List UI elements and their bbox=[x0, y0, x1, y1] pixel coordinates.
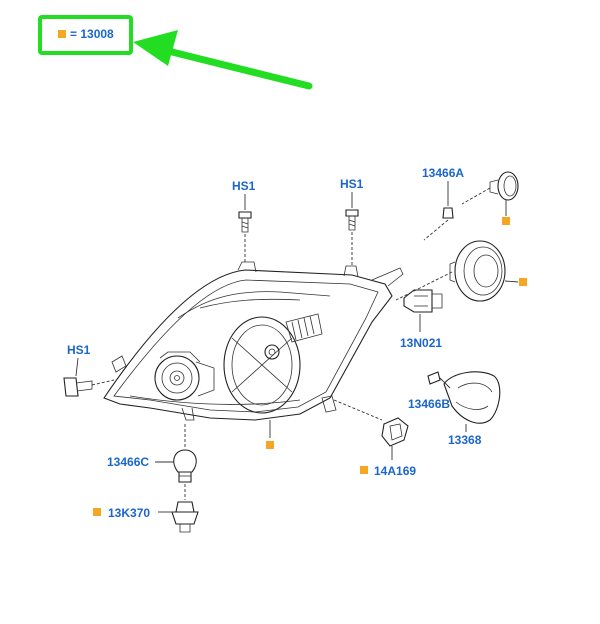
part-13k370: 13K370 bbox=[93, 484, 199, 533]
marker-13k370 bbox=[93, 508, 101, 516]
legend-highlight-box bbox=[38, 15, 133, 55]
part-13466a: 13466A bbox=[422, 166, 519, 241]
label-13466a: 13466A bbox=[422, 166, 464, 180]
headlamp-housing bbox=[103, 261, 404, 421]
label-13n021: 13N021 bbox=[400, 336, 442, 350]
part-14a169: 14A169 bbox=[333, 399, 416, 478]
screw-hs1-top-right: HS1 bbox=[340, 177, 364, 266]
screw-hs1-left: HS1 bbox=[63, 343, 115, 397]
marker-housing bbox=[266, 420, 274, 449]
part-13n021: 13N021 bbox=[400, 289, 443, 350]
green-arrow-icon bbox=[133, 30, 313, 90]
marker-14a169 bbox=[360, 466, 368, 474]
marker-13466a-cap bbox=[502, 217, 510, 225]
label-hs1-left: HS1 bbox=[67, 343, 91, 357]
part-13466b-13368: 13466B 13368 bbox=[408, 371, 501, 447]
label-14a169: 14A169 bbox=[374, 464, 416, 478]
label-13466b: 13466B bbox=[408, 397, 450, 411]
screw-hs1-top-left: HS1 bbox=[232, 179, 256, 262]
legend: = 13008 bbox=[38, 15, 133, 55]
label-hs1-top-left: HS1 bbox=[232, 179, 256, 193]
part-13466c: 13466C bbox=[107, 424, 197, 483]
label-hs1-top-right: HS1 bbox=[340, 177, 364, 191]
label-13466c: 13466C bbox=[107, 455, 149, 469]
label-13k370: 13K370 bbox=[108, 506, 150, 520]
legend-text: = 13008 bbox=[70, 27, 114, 41]
legend-marker-icon bbox=[58, 30, 66, 38]
marker-large-cover bbox=[519, 278, 527, 286]
label-13368: 13368 bbox=[448, 433, 482, 447]
part-large-cover bbox=[395, 240, 527, 302]
